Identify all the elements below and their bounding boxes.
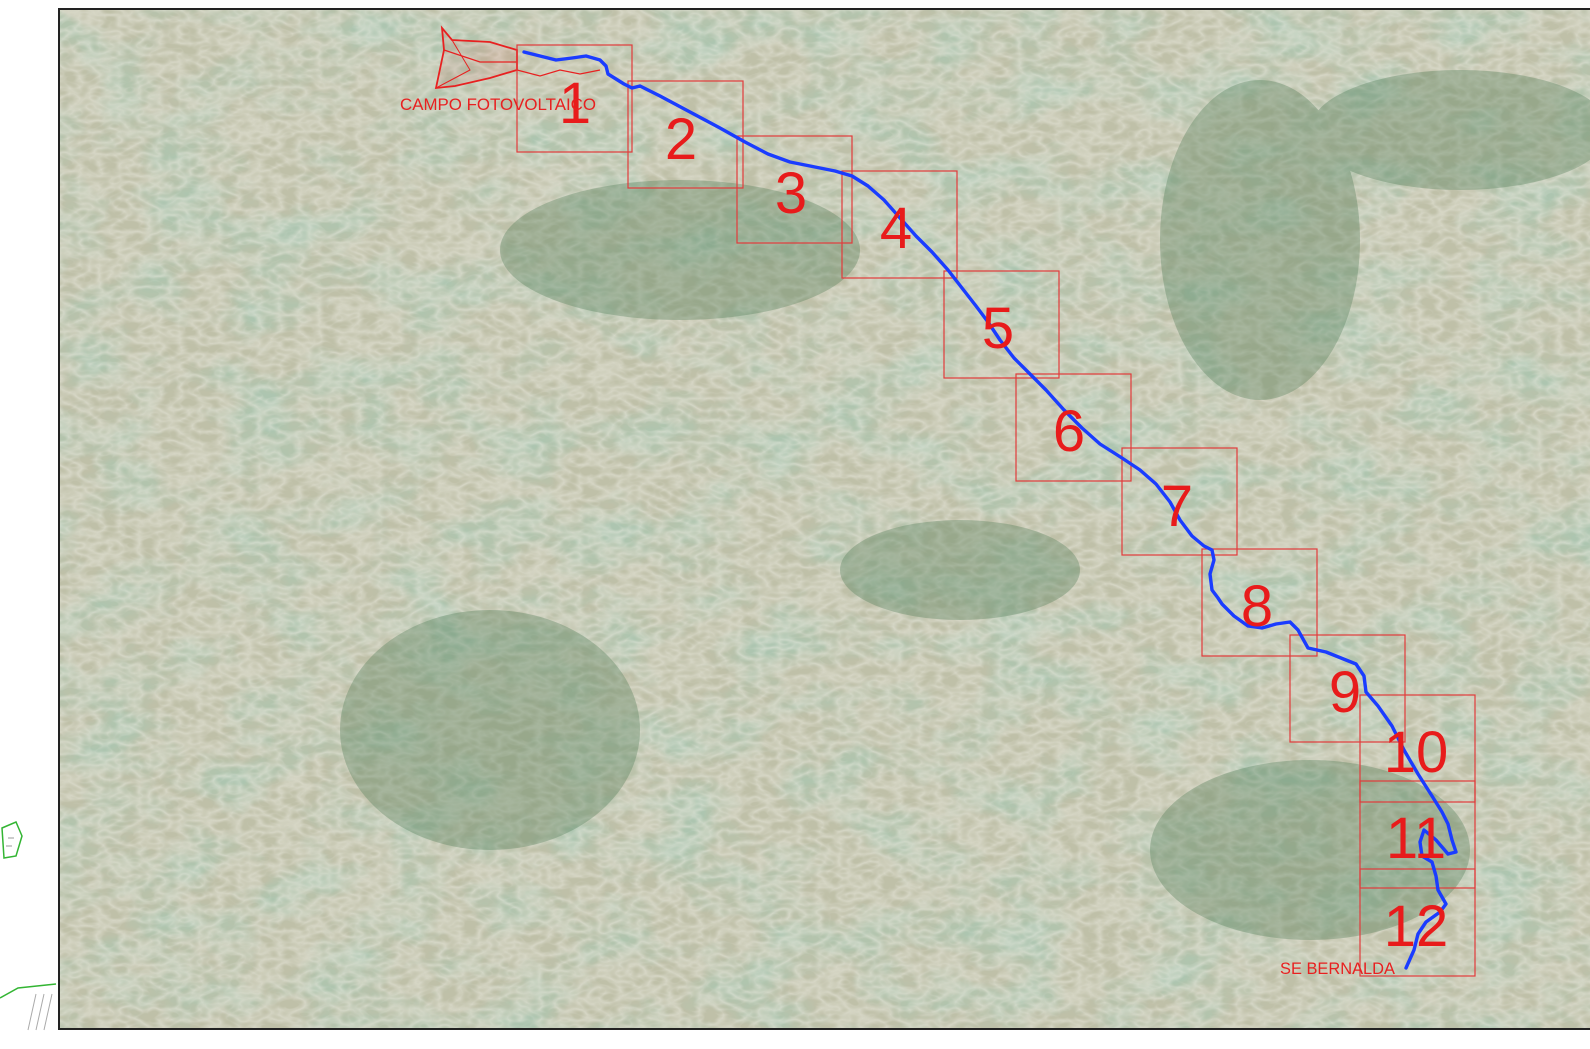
map-frame[interactable] [58, 8, 1590, 1030]
left-margin [0, 0, 58, 1044]
aerial-map[interactable] [60, 10, 1590, 1030]
margin-cadastral-marks [0, 821, 57, 1031]
